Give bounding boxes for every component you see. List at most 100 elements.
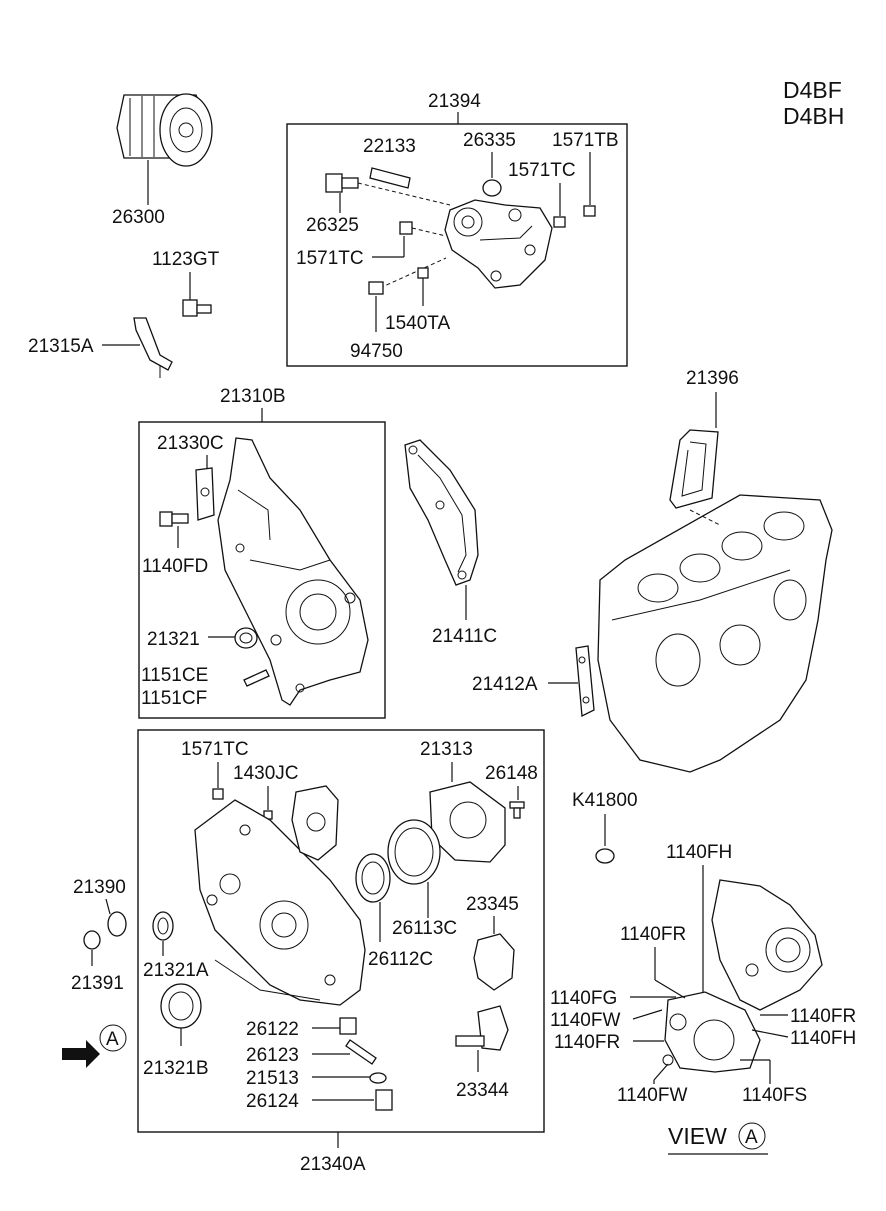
seal-21321b-drawing xyxy=(160,983,202,1029)
gear-23344-drawing xyxy=(455,1005,509,1051)
spring-1151ce-drawing xyxy=(243,669,270,687)
label-1140fr-left: 1140FR xyxy=(554,1032,620,1053)
bolt-1540ta-drawing xyxy=(417,267,429,279)
label-1140fw-bottom: 1140FW xyxy=(617,1085,687,1106)
plug-21391-drawing xyxy=(83,930,101,950)
rotor-26113c-drawing xyxy=(387,819,441,885)
label-21411c: 21411C xyxy=(432,626,497,647)
sensor-94750-drawing xyxy=(368,281,384,295)
label-21340a: 21340A xyxy=(300,1154,366,1175)
label-21313: 21313 xyxy=(420,739,473,760)
gear-23345-drawing xyxy=(473,933,515,991)
plug-k41800-drawing xyxy=(595,848,615,864)
label-21321a: 21321A xyxy=(143,960,209,981)
label-21330c: 21330C xyxy=(157,433,224,454)
label-23344: 23344 xyxy=(456,1080,509,1101)
bolt-1123gt-drawing xyxy=(182,299,212,317)
view-a-caption: VIEW xyxy=(668,1123,727,1149)
seal-26335-drawing xyxy=(482,179,502,197)
bolt-26325-drawing xyxy=(325,173,359,193)
label-26123: 26123 xyxy=(246,1045,299,1066)
label-21321b: 21321B xyxy=(143,1058,209,1079)
label-21391: 21391 xyxy=(71,973,124,994)
label-1151ce: 1151CE xyxy=(141,665,208,686)
label-1140fr-right: 1140FR xyxy=(790,1006,856,1027)
plug-1571tc-left-drawing xyxy=(399,221,413,235)
label-26124: 26124 xyxy=(246,1091,299,1112)
bracket-21315a-drawing xyxy=(133,317,173,378)
label-22133: 22133 xyxy=(363,136,416,157)
front-cover-drawing xyxy=(217,437,369,706)
label-1430jc: 1430JC xyxy=(233,763,299,784)
label-1140fr-top: 1140FR xyxy=(620,924,686,945)
view-a-cover-drawing xyxy=(662,879,823,1073)
plug-1571tb-drawing xyxy=(583,205,596,217)
label-21396: 21396 xyxy=(686,368,739,389)
plug-1571tc-top-drawing xyxy=(553,216,566,228)
label-1151cf: 1151CF xyxy=(141,688,207,709)
bolt-1140fd-drawing xyxy=(159,511,189,527)
label-21513: 21513 xyxy=(246,1068,299,1089)
water-pump-assembly-box xyxy=(286,123,628,367)
gasket-21396-drawing xyxy=(669,429,719,509)
label-21390: 21390 xyxy=(73,877,126,898)
plug-26122-drawing xyxy=(339,1017,357,1035)
gasket-21412a-drawing xyxy=(575,645,595,718)
label-94750: 94750 xyxy=(350,341,403,362)
label-1140fh-right: 1140FH xyxy=(790,1028,856,1049)
engine-code-d4bh: D4BH xyxy=(783,103,844,129)
label-21394: 21394 xyxy=(428,91,481,112)
label-1571tc-low: 1571TC xyxy=(181,739,249,760)
label-21315a: 21315A xyxy=(28,336,94,357)
label-26113c: 26113C xyxy=(392,918,457,939)
oil-pump-cover-small-drawing xyxy=(291,785,339,861)
label-1140fh-top: 1140FH xyxy=(666,842,732,863)
label-23345: 23345 xyxy=(466,894,519,915)
label-26325: 26325 xyxy=(306,215,359,236)
label-26112c: 26112C xyxy=(368,949,433,970)
view-a-caption-circle xyxy=(738,1122,766,1150)
view-a-caption-letter: A xyxy=(745,1127,758,1148)
view-a-marker-letter: A xyxy=(106,1029,119,1050)
label-1140fd: 1140FD xyxy=(142,556,208,577)
label-26335: 26335 xyxy=(463,130,516,151)
label-26148: 26148 xyxy=(485,763,538,784)
rotor-26112c-drawing xyxy=(355,853,391,903)
plug-26124-drawing xyxy=(375,1089,393,1111)
label-1140fs: 1140FS xyxy=(742,1085,807,1106)
front-cover-assembly-box xyxy=(138,421,386,719)
label-1540ta: 1540TA xyxy=(385,313,450,334)
spring-26123-drawing xyxy=(345,1039,377,1065)
label-21412a: 21412A xyxy=(472,674,538,695)
cover-21313-drawing xyxy=(429,781,506,863)
label-26122: 26122 xyxy=(246,1019,299,1040)
engine-code-d4bf: D4BF xyxy=(783,77,842,103)
plate-21330c-drawing xyxy=(195,467,215,521)
pin-22133-drawing xyxy=(369,167,411,189)
oil-pump-assembly-box xyxy=(137,729,545,1133)
seal-21321-drawing xyxy=(234,627,258,649)
label-1571tb: 1571TB xyxy=(552,130,619,151)
water-pump-body-drawing xyxy=(444,199,553,289)
plug-1571tc-low-drawing xyxy=(212,788,224,800)
label-k41800: K41800 xyxy=(572,790,638,811)
oil-filter-drawing xyxy=(116,93,213,167)
seal-21321a-drawing xyxy=(152,911,174,941)
label-1140fg: 1140FG xyxy=(550,988,617,1009)
gasket-21411c-drawing xyxy=(404,439,479,586)
washer-21513-drawing xyxy=(369,1072,387,1084)
ring-21390-drawing xyxy=(107,911,127,937)
view-a-marker-circle xyxy=(99,1024,127,1052)
label-1571tc-left: 1571TC xyxy=(296,248,364,269)
label-26300: 26300 xyxy=(112,207,165,228)
label-1140fw-left: 1140FW xyxy=(550,1010,620,1031)
oil-pump-case-drawing xyxy=(194,799,366,1006)
engine-block-drawing xyxy=(597,494,833,773)
view-a-arrow-icon xyxy=(62,1040,100,1068)
screw-26148-drawing xyxy=(509,801,525,819)
label-21321: 21321 xyxy=(147,629,200,650)
label-1123gt: 1123GT xyxy=(152,249,220,270)
label-21310b: 21310B xyxy=(220,386,286,407)
label-1571tc-top: 1571TC xyxy=(508,160,576,181)
